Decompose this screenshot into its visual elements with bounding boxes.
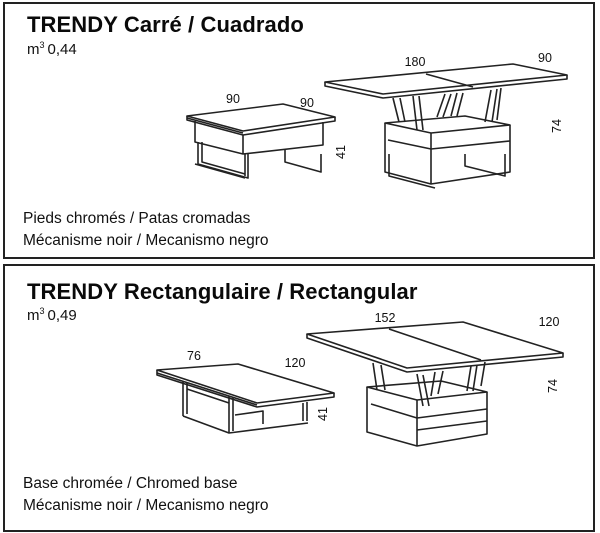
- closed-height-dim: 41: [316, 407, 330, 421]
- section-title: TRENDY Rectangulaire / Rectangular: [27, 279, 418, 304]
- note-mechanism: Mécanisme noir / Mecanismo negro: [23, 232, 269, 249]
- table-drawings: 76 120 41 152 120 74: [156, 311, 564, 447]
- closed-height-dim: 41: [334, 145, 348, 159]
- closed-width-dim: 76: [187, 349, 201, 363]
- open-depth-dim: 120: [539, 315, 560, 329]
- open-table-drawing: [306, 321, 564, 447]
- closed-table-drawing: [156, 363, 335, 434]
- closed-depth-dim: 90: [300, 96, 314, 110]
- open-table-drawing: [324, 63, 568, 189]
- note-base: Pieds chromés / Patas cromadas: [23, 210, 251, 227]
- notes: Pieds chromés / Patas cromadas Mécanisme…: [23, 208, 269, 252]
- open-width-dim: 180: [405, 55, 426, 69]
- note-base: Base chromée / Chromed base: [23, 475, 238, 492]
- closed-width-dim: 90: [226, 92, 240, 106]
- section-title: TRENDY Carré / Cuadrado: [27, 12, 304, 37]
- open-depth-dim: 90: [538, 51, 552, 65]
- note-mechanism: Mécanisme noir / Mecanismo negro: [23, 497, 269, 514]
- volume-value: 0,44: [47, 41, 77, 58]
- open-width-dim: 152: [375, 311, 396, 325]
- notes: Base chromée / Chromed base Mécanisme no…: [23, 473, 269, 517]
- volume-value: 0,49: [47, 307, 77, 324]
- open-height-dim: 74: [546, 379, 560, 393]
- table-drawings: 90 90 41 180 90 74: [186, 51, 568, 189]
- open-height-dim: 74: [550, 119, 564, 133]
- closed-table-drawing: [186, 103, 336, 179]
- closed-depth-dim: 120: [285, 356, 306, 370]
